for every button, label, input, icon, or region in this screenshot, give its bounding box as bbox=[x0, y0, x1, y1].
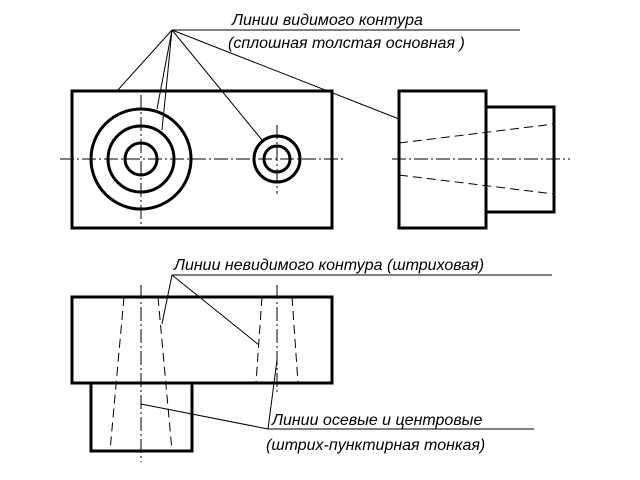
front-view bbox=[60, 89, 345, 230]
front-view-center-lines bbox=[60, 95, 345, 224]
top-view-hidden-lines bbox=[109, 296, 299, 452]
top-view-center-lines bbox=[140, 285, 278, 462]
side-view-hidden-lines bbox=[398, 123, 555, 195]
visible-contour-title: Линии видимого контура bbox=[231, 12, 423, 29]
side-view bbox=[392, 89, 570, 230]
leader-lines bbox=[116, 29, 552, 430]
top-view-body bbox=[70, 295, 334, 385]
visible-contour-subtitle: (сплошная толстая основная ) bbox=[228, 35, 465, 52]
center-lines-title: Линии осевые и центровые bbox=[271, 412, 482, 429]
hidden-contour-title: Линии невидимого контура (штриховая) bbox=[173, 257, 484, 274]
top-view bbox=[70, 285, 334, 462]
center-lines-subtitle: (штрих-пунктирная тонкая) bbox=[266, 437, 485, 454]
